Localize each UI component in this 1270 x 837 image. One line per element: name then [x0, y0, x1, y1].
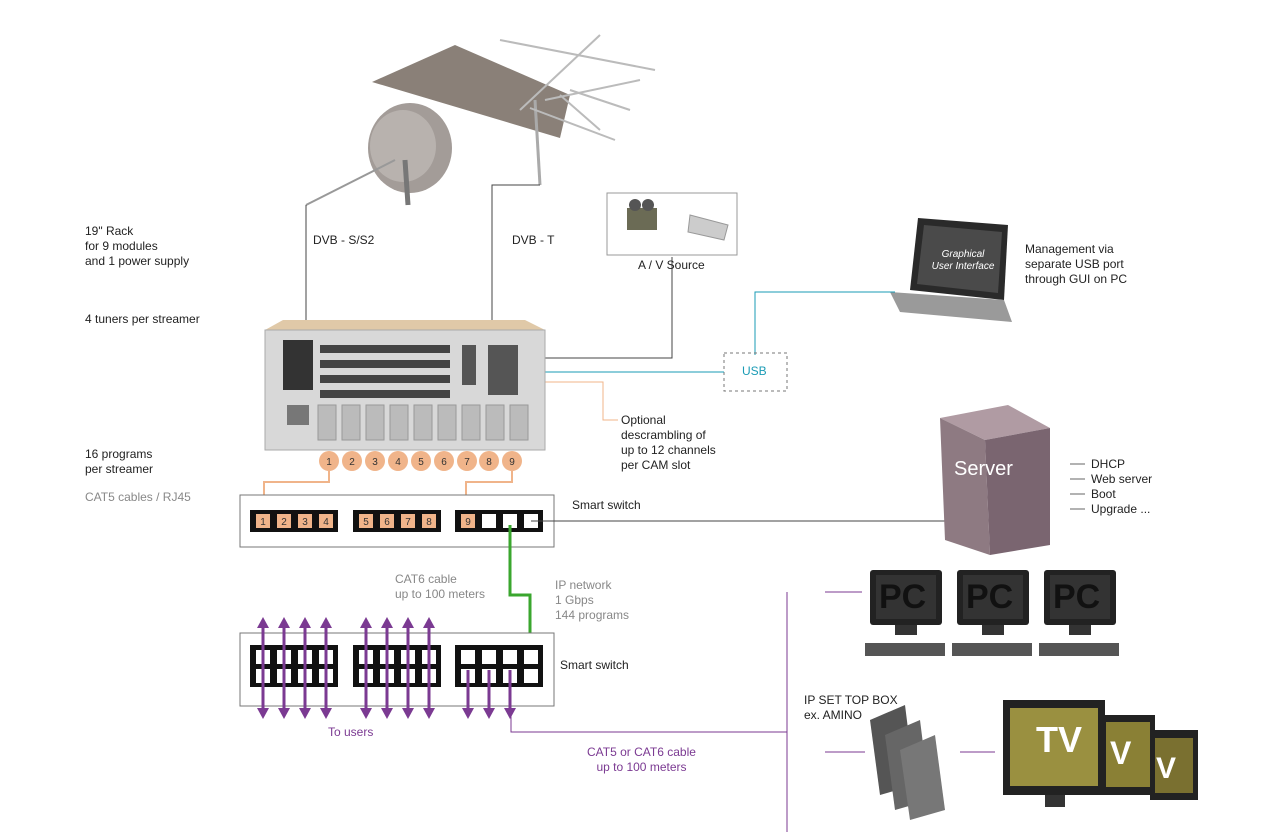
server-service-dashes: [1070, 463, 1085, 510]
server-service-boot: Boot: [1091, 487, 1116, 501]
cctv-camera-icon: [687, 214, 729, 241]
module-number: 1: [326, 457, 332, 468]
tv-label: TV: [1036, 719, 1083, 760]
av-source-box: [606, 192, 738, 256]
smart-switch-2: [239, 632, 555, 707]
switch-port-number: 1: [260, 517, 266, 528]
management-label: Management via separate USB port through…: [1025, 242, 1128, 286]
tv-label: V: [1156, 752, 1177, 785]
tuners-label: 4 tuners per streamer: [85, 312, 200, 326]
user-cable: [510, 591, 995, 832]
switch-port-number: 9: [465, 517, 471, 528]
switch-port-number: 8: [426, 517, 432, 528]
pc-label: PC: [1053, 578, 1101, 616]
laptop-icon: [890, 218, 1012, 322]
dvb-t-label: DVB - T: [512, 233, 555, 247]
module-number: 2: [349, 457, 355, 468]
switch-port-number: 4: [323, 517, 329, 528]
ip-network-line: [508, 525, 532, 653]
module-numbers: 1 2 3 4 5 6 7 8 9: [319, 451, 522, 471]
laptop-screen-text: Graphical User Interface: [931, 249, 995, 272]
tv-icons: [1003, 700, 1198, 807]
programs-label: 16 programs per streamer: [85, 447, 154, 476]
server-label: Server: [954, 458, 1013, 480]
tv-label: V: [1110, 735, 1132, 771]
module-number: 9: [509, 457, 515, 468]
usb-label: USB: [742, 364, 767, 378]
server-tower-icon: [940, 405, 1050, 555]
server-service-upgrade: Upgrade ...: [1091, 502, 1151, 516]
module-number: 7: [464, 457, 470, 468]
switch-port-number: 6: [384, 517, 390, 528]
to-users-label: To users: [328, 725, 374, 739]
stb-label: IP SET TOP BOX ex. AMINO: [804, 693, 898, 722]
terrestrial-antenna-icon: [372, 34, 656, 186]
user-arrowheads: [257, 617, 516, 719]
module-number: 8: [486, 457, 492, 468]
cat6-label: CAT6 cable up to 100 meters: [395, 572, 486, 601]
switch-port-number: 7: [405, 517, 411, 528]
module-number: 4: [395, 457, 401, 468]
smart-switch-1: 1 2 3 4 5 6 7 8 9: [239, 494, 555, 548]
usb-link: [522, 291, 895, 392]
satellite-dish-icon: [305, 103, 452, 206]
pc-label: PC: [879, 578, 927, 616]
optional-descrambling-label: Optional descrambling of up to 12 channe…: [621, 413, 716, 472]
cat5-cat6-label: CAT5 or CAT6 cable up to 100 meters: [587, 745, 696, 774]
av-source-label: A / V Source: [638, 258, 705, 272]
pc-monitors: [865, 570, 1119, 656]
module-number: 5: [418, 457, 424, 468]
rack-to-switch-cables: [263, 471, 513, 500]
server-service-web: Web server: [1091, 472, 1153, 486]
cam-line: [522, 381, 618, 421]
ip-network-label: IP network 1 Gbps 144 programs: [555, 578, 630, 622]
streamer-rack: [264, 320, 546, 451]
module-number: 3: [372, 457, 378, 468]
video-camera-icon: [627, 208, 657, 230]
user-arrows: [261, 625, 512, 712]
switch-port-number: 2: [281, 517, 287, 528]
smart-switch-1-label: Smart switch: [572, 498, 641, 512]
set-top-box-icons: [870, 705, 945, 820]
switch-port-number: 5: [363, 517, 369, 528]
cat5-rj45-label: CAT5 cables / RJ45: [85, 490, 191, 504]
smart-switch-2-label: Smart switch: [560, 658, 629, 672]
module-number: 6: [441, 457, 447, 468]
pc-label: PC: [966, 578, 1014, 616]
server-service-dhcp: DHCP: [1091, 457, 1126, 471]
dvb-s-label: DVB - S/S2: [313, 233, 375, 247]
rack-label: 19" Rack for 9 modules and 1 power suppl…: [85, 224, 190, 268]
switch-port-number: 3: [302, 517, 308, 528]
